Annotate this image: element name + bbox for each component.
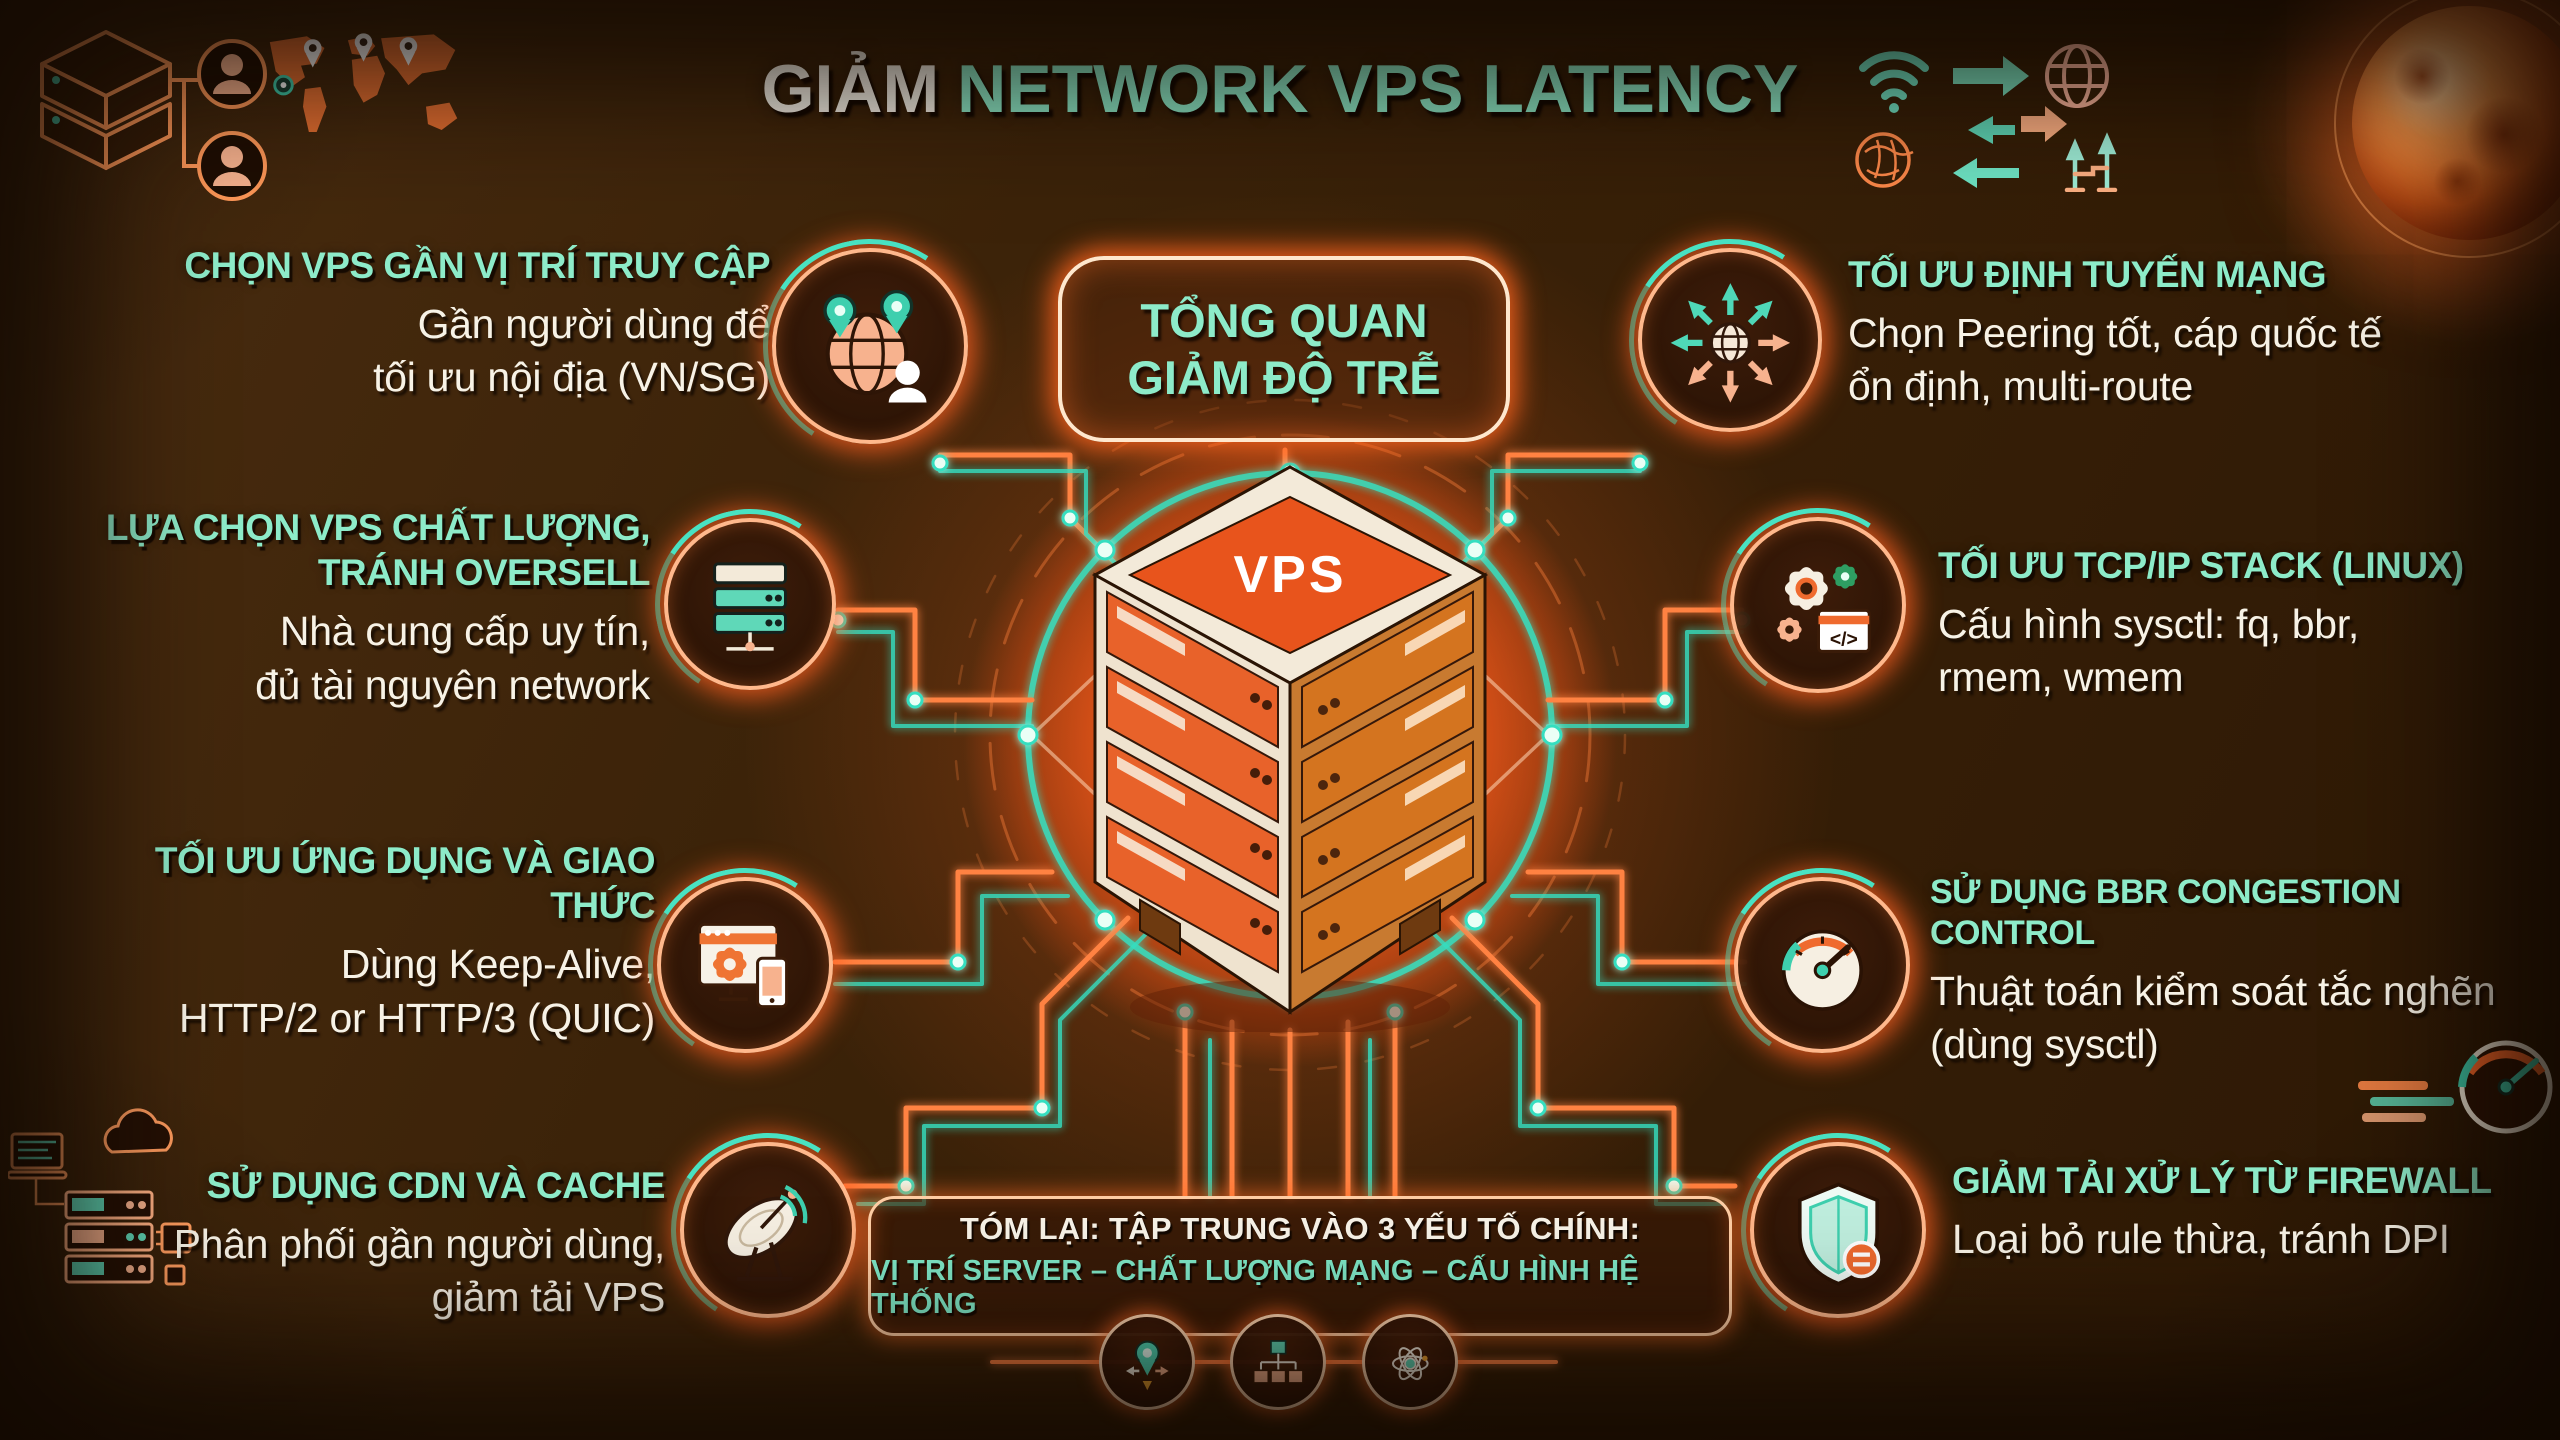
cloud-icon [103, 1108, 173, 1154]
chip-icon [160, 1222, 192, 1286]
overview-line-2: GIẢM ĐỘ TRỄ [1127, 351, 1441, 404]
globe-icon [2045, 44, 2109, 108]
user-icon [888, 360, 927, 403]
right-item-2: TỐI ƯU TCP/IP STACK (LINUX) Cấu hình sys… [1938, 543, 2538, 705]
gear-icon [1776, 617, 1802, 642]
left-item-2-desc: Nhà cung cấp uy tín, đủ tài nguyên netwo… [255, 608, 650, 708]
right-item-2-heading: TỐI ƯU TCP/IP STACK (LINUX) [1938, 545, 2464, 586]
right-item-2-desc: Cấu hình sysctl: fq, bbr, rmem, wmem [1938, 601, 2359, 701]
speed-gauge-icon [2358, 1040, 2553, 1134]
satellite-dish-icon [680, 1142, 856, 1318]
glowing-earth-icon [2334, 0, 2560, 258]
world-map-icon [269, 33, 458, 132]
browser-gear-devices-icon [657, 877, 833, 1053]
left-item-2: LỰA CHỌN VPS CHẤT LƯỢNG, TRÁNH OVERSELL … [75, 505, 651, 712]
vps-label: VPS [1233, 546, 1346, 604]
left-item-4-heading: SỬ DỤNG CDN VÀ CACHE [206, 1165, 665, 1206]
left-item-1: CHỌN VPS GẦN VỊ TRÍ TRUY CẬP Gần người d… [125, 243, 770, 405]
right-item-4-heading: GIẢM TẢI XỬ LÝ TỪ FIREWALL [1952, 1160, 2492, 1201]
server-3d-stack-icon [40, 30, 267, 201]
right-item-4: GIẢM TẢI XỬ LÝ TỪ FIREWALL Loại bỏ rule … [1952, 1158, 2542, 1266]
location-pin-icon [1099, 1314, 1195, 1410]
right-item-1-desc: Chọn Peering tốt, cáp quốc tế ổn định, m… [1848, 310, 2382, 410]
page-title-teal: NETWORK VPS LATENCY [957, 51, 1799, 127]
left-item-2-heading: LỰA CHỌN VPS CHẤT LƯỢNG, TRÁNH OVERSELL [105, 507, 651, 594]
network-arrows-cluster [1855, 44, 2118, 192]
network-topology-icon [1230, 1314, 1326, 1410]
map-pin-icon [273, 33, 418, 96]
page-title-white: GIẢM [761, 51, 940, 127]
summary-line-2: VỊ TRÍ SERVER – CHẤT LƯỢNG MẠNG – CẤU HÌ… [871, 1255, 1639, 1320]
server-stack-icon [664, 518, 836, 690]
arrow-left-icon [1953, 158, 2019, 188]
right-item-3: SỬ DỤNG BBR CONGESTION CONTROL Thuật toá… [1930, 872, 2560, 1072]
summary-line-1: TÓM LẠI: TẬP TRUNG VÀO 3 YẾU TỐ CHÍNH: [959, 1211, 1641, 1246]
arrow-left-icon [1968, 116, 2015, 144]
arrow-right-icon [1953, 56, 2029, 96]
right-item-1: TỐI ƯU ĐỊNH TUYẾN MẠNG Chọn Peering tốt,… [1848, 252, 2508, 414]
globe-location-pins-user-icon [772, 248, 968, 444]
left-item-3-heading: TỐI ƯU ỨNG DỤNG VÀ GIAO THỨC [154, 840, 656, 927]
map-pin-icon [823, 290, 914, 338]
left-item-3-desc: Dùng Keep-Alive, HTTP/2 or HTTP/3 (QUIC) [178, 941, 655, 1041]
user-icon [197, 39, 267, 109]
right-item-3-heading: SỬ DỤNG BBR CONGESTION CONTROL [1930, 873, 2401, 953]
gear-icon [1784, 566, 1828, 610]
left-item-4-desc: Phân phối gần người dùng, giảm tải VPS [173, 1221, 666, 1321]
summary-box: TÓM LẠI: TẬP TRUNG VÀO 3 YẾU TỐ CHÍNH: V… [868, 1196, 1732, 1336]
code-window-icon: </> [1816, 608, 1871, 653]
cloud-devices-icon [8, 1108, 196, 1286]
smartphone-icon [755, 956, 788, 1008]
overview-line-1: TỔNG QUAN [1140, 293, 1428, 347]
overview-box: TỔNG QUAN GIẢM ĐỘ TRỄ [1058, 256, 1510, 442]
wifi-icon [1859, 51, 1929, 100]
right-item-1-heading: TỐI ƯU ĐỊNH TUYẾN MẠNG [1848, 254, 2327, 295]
gear-icon [1832, 563, 1857, 589]
left-item-1-desc: Gần người dùng để tối ưu nội địa (VN/SG) [373, 301, 770, 401]
gear-icon [712, 946, 747, 981]
arrow-right-icon [2021, 106, 2067, 142]
left-item-3: TỐI ƯU ỨNG DỤNG VÀ GIAO THỨC Dùng Keep-A… [55, 838, 656, 1045]
atom-icon [1362, 1314, 1458, 1410]
sketch-globe-icon [1855, 132, 1914, 188]
right-item-4-desc: Loại bỏ rule thừa, tránh DPI [1952, 1216, 2450, 1263]
left-item-1-heading: CHỌN VPS GẦN VỊ TRÍ TRUY CẬP [184, 245, 770, 286]
right-item-3-desc: Thuật toán kiểm soát tắc nghẽn (dùng sys… [1930, 967, 2496, 1068]
globe-routes-arrows-icon [1638, 248, 1822, 432]
shield-icon [1750, 1142, 1926, 1318]
user-icon [197, 131, 267, 201]
left-item-4: SỬ DỤNG CDN VÀ CACHE Phân phối gần người… [105, 1163, 666, 1325]
vps-server-tower: VPS [1091, 465, 1489, 1032]
latency-ruler-icon [2064, 132, 2118, 192]
speedometer-icon [1734, 877, 1910, 1053]
svg-text:</>: </> [1829, 628, 1857, 650]
gears-code-icon: </> [1730, 517, 1906, 693]
